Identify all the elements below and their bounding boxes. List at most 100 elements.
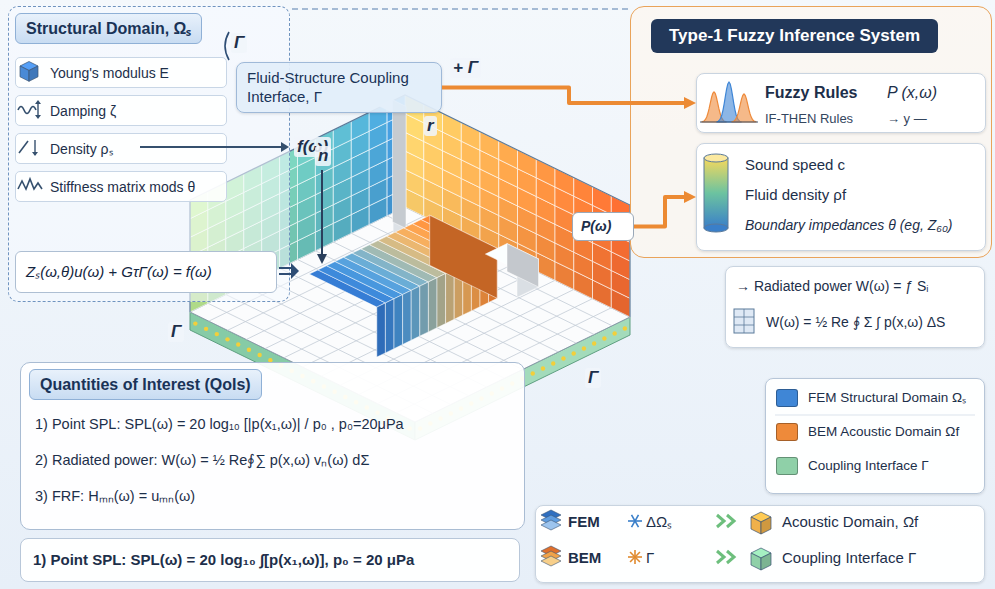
method-box: FEMΔΩₛAcoustic Domain, ΩfBEMΓCoupling In… [535,505,985,583]
density-icon [19,141,28,153]
parameter-row: Stiffness matrix mods θ [15,171,227,202]
output-term: → y — [887,111,927,127]
solid-block [430,215,498,298]
legend-row: FEM Structural Domain Ωₛ [776,389,966,407]
fem-icon [541,520,561,530]
interface-title: Fluid-Structure Coupling Interface, Γ [247,69,433,107]
small-cube [507,244,539,287]
text-slot: Sound speed c [745,156,845,174]
equation-box: Zₛ(ω,θ)u(ω) + GτΓ(ω) = f(ω) [15,251,277,293]
coupling-banner: Fluid-Structure Coupling Interface, Γ [236,62,442,113]
domain-name: Coupling Interface Γ [782,549,916,567]
box-subtitle: IF-THEN Rules [765,111,853,127]
flow-arrow [442,88,684,104]
radiator-icon [734,325,754,326]
text-slot: Type-1 Fuzzy Inference System [651,19,938,53]
legend-swatch [776,423,798,441]
parameter-name: Damping ζ [50,103,116,120]
legend-row: BEM Acoustic Domain Ωf [776,423,959,441]
fem-icon [541,510,561,520]
fluid-cylinder [704,154,728,162]
density-icon [32,152,38,156]
text-slot: Fuzzy Rules [765,83,857,102]
text-slot: Coupling Interface Γ [782,549,916,567]
text-slot: P(ω) [581,217,611,235]
domain-symbol: ΔΩₛ [646,513,672,531]
text-slot: Zₛ(ω,θ)u(ω) + GτΓ(ω) = f(ω) [26,263,212,281]
panel-link-dash [292,8,628,9]
radiator-icon [734,309,754,333]
interface-node [582,346,586,350]
interface-symbol: + Γ [450,58,481,78]
domain-name: Acoustic Domain, Ωf [782,513,918,531]
force-arrow [140,146,281,148]
text-slot: Γ [646,549,654,567]
text-slot: Fluid-Structure Coupling Interface, Γ [247,69,433,107]
solid-block [428,278,437,332]
acoustic-cube-icon [751,512,771,522]
interface-symbol: Γ [585,368,601,388]
interface-node [204,327,208,331]
text-slot: Boundary impedances θ (eg, Z₆₀) [745,216,952,234]
snowflake-icon [632,515,639,527]
text-slot: IF-THEN Rules [765,109,853,127]
qoi-item: 3) FRF: Hₘₙ(ω) = uₘₙ(ω) [35,488,195,505]
star-icon [634,550,636,564]
legend-divider [775,415,975,416]
solid-block [446,269,455,323]
interface-bracket [225,32,229,60]
math-term: P (x,ω) [887,83,937,102]
parameter-row: Damping ζ [15,95,227,126]
text-slot: 2) Radiated power: W(ω) = ½ Re∮∑ p(x,ω) … [35,451,369,469]
legend-box: FEM Structural Domain Ωₛ BEM Acoustic Dom… [765,378,985,494]
coupling-arrow [279,273,293,275]
radiator-icon [734,317,754,318]
interface-node [561,356,565,360]
interface-node [215,332,219,336]
bem-icon [541,546,561,556]
solid-block [394,295,403,349]
snowflake-icon [632,515,639,527]
panel-heading: Quantities of Interest (QoIs) [29,369,262,400]
coupling-arrow [279,267,293,269]
interface-symbol: Γ [168,322,184,342]
density-icon [34,140,35,155]
interface-node [257,353,261,357]
fluid-params-box: Sound speed cFluid density ρfBoundary im… [696,143,986,251]
qoi-item: 2) Radiated power: W(ω) = ½ Re∮∑ p(x,ω) … [35,452,369,469]
interface-node [531,371,535,375]
box-title: Fuzzy Rules [765,83,857,102]
legend-row: Coupling Interface Γ [776,457,929,475]
interface-node [592,341,596,345]
legend-swatch [776,457,798,475]
normal-vector [321,170,323,254]
radiator-icon [744,309,745,333]
star-icon [630,552,640,562]
text-slot: W(ω) = ½ Re ∮ Σ ∫ p(x,ω) ΔS [766,313,945,331]
probe-label: r [424,116,437,136]
radiated-power-box: → Radiated power W(ω) = ƒ Sᵢ W(ω) = ½ Re … [725,266,985,348]
interface-node [541,366,545,370]
solid-block [420,282,429,336]
pressure-tag: P(ω) [572,212,634,241]
label-slot: Γ [231,33,247,53]
text-slot: Stiffness matrix mods θ [50,178,195,196]
damping-icon [35,100,41,104]
pressure-label: P(ω) [581,218,611,235]
parameter-name: Density ρₛ [50,141,113,158]
membership-function [702,92,726,122]
text-slot: → Radiated power W(ω) = ƒ Sᵢ [736,277,928,295]
text-slot: 1) Point SPL: SPL(ω) = 20 log₁₀ [|p(x₁,ω… [35,415,404,433]
chevrons [717,551,734,563]
label-slot: + Γ [450,58,481,78]
damping-icon [35,115,41,119]
qoi-box: Quantities of Interest (QoIs) 1) Point SP… [20,362,525,530]
structural-panel: Young's modulus EDamping ζDensity ρₛStif… [8,6,290,302]
interface-cube-icon [751,548,771,558]
interface-node [225,337,229,341]
legend-text: FEM Structural Domain Ωₛ [808,390,966,406]
solid-block [385,299,394,353]
text-slot: ΔΩₛ [646,513,672,531]
interface-cube-icon [761,553,771,570]
